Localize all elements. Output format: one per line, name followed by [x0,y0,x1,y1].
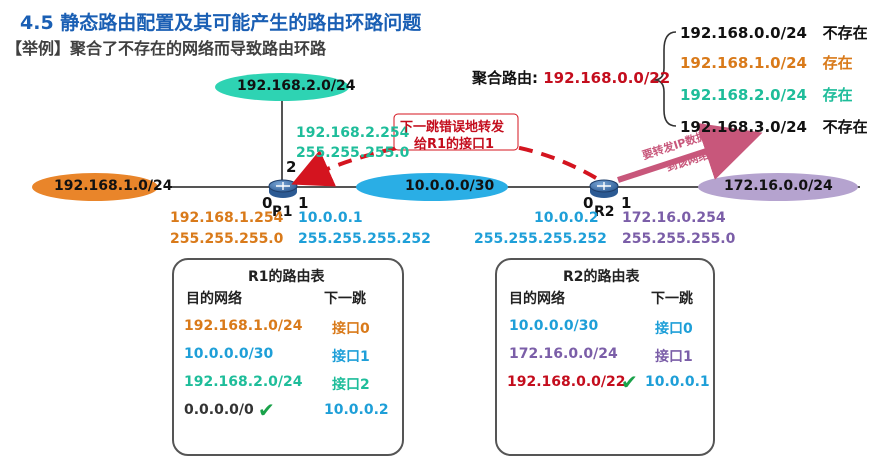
table-row-dest: 0.0.0.0/0 [184,402,254,418]
network-ellipse-192-168-1 [32,173,158,201]
aggregation-entry-status: 存在 [822,54,853,72]
r2-if0-ip: 10.0.0.2 [534,210,599,226]
network-label-172-16: 172.16.0.0/24 [724,178,833,194]
r2-table-col-next: 下一跳 [651,291,693,307]
router-icon-r1 [268,179,298,198]
r2-routing-table: R2的路由表 目的网络 下一跳 10.0.0.0/30 接口0 172.16.0… [495,258,715,456]
aggregation-entry-net: 192.168.3.0/24 [680,118,807,136]
misforward-bubble [393,113,519,151]
table-row-next: 接口0 [332,321,370,337]
network-ellipse-192-168-2 [215,73,349,101]
aggregation-entry-status: 不存在 [822,118,868,136]
aggregation-entry-3: 192.168.3.0/24 不存在 [680,116,868,137]
r1-if1-mask: 255.255.255.252 [298,231,431,247]
misforward-text-2: 给R1的接口1 [414,137,495,152]
r1-if2-number: 2 [286,158,297,176]
r1-table-title: R1的路由表 [248,269,325,285]
table-row-next: 接口0 [655,321,693,337]
network-label-192-168-1: 192.168.1.0/24 [54,178,173,194]
aggregation-brace [653,31,677,127]
aggregation-entry-1: 192.168.1.0/24 存在 [680,52,853,73]
r1-routing-table: R1的路由表 目的网络 下一跳 192.168.1.0/24 接口0 10.0.… [172,258,404,456]
r2-if1-mask: 255.255.255.0 [622,231,736,247]
r2-name: R2 [594,204,615,220]
checkmark-icon: ✔ [258,398,275,422]
table-row-dest: 172.16.0.0/24 [509,346,618,362]
r2-if1-ip: 172.16.0.254 [622,210,726,226]
r1-if0-number: 0 [262,194,273,212]
r1-name: R1 [272,204,293,220]
network-ellipse-10-0-0 [356,173,508,201]
table-row-next: 接口2 [332,377,370,393]
forward-arrow [617,122,763,183]
aggregation-value: 192.168.0.0/22 [543,69,671,87]
r1-if2-mask: 255.255.255.0 [296,145,410,161]
r1-table-col-dest: 目的网络 [186,291,242,307]
router-icon-r2 [589,179,619,198]
aggregation-entry-2: 192.168.2.0/24 存在 [680,84,853,105]
aggregation-entry-net: 192.168.2.0/24 [680,86,807,104]
table-row-dest: 192.168.2.0/24 [184,374,303,390]
r2-if1-number: 1 [621,194,632,212]
table-row-dest: 10.0.0.0/30 [509,318,599,334]
page-subtitle: 【举例】聚合了不存在的网络而导致路由环路 [6,39,327,58]
table-row-dest: 192.168.1.0/24 [184,318,303,334]
r1-if1-number: 1 [298,194,309,212]
r2-if0-number: 0 [583,194,594,212]
r2-table-col-dest: 目的网络 [509,291,565,307]
r1-if0-mask: 255.255.255.0 [170,231,284,247]
page-title: 4.5 静态路由配置及其可能产生的路由环路问题 [20,12,422,34]
aggregation-label: 聚合路由: [472,69,538,87]
aggregation-entry-status: 存在 [822,86,853,104]
misforward-text-1: 下一跳错误地转发 [400,120,505,135]
table-row-next: 10.0.0.1 [645,374,710,390]
r1-if0-ip: 192.168.1.254 [170,210,284,226]
aggregation-entry-net: 192.168.0.0/24 [680,24,807,42]
aggregation-route: 聚合路由: 192.168.0.0/22 [472,67,670,88]
table-row-next: 接口1 [655,349,693,365]
table-row-dest: 10.0.0.0/30 [184,346,274,362]
table-row-dest: 192.168.0.0/22 [507,374,626,390]
r1-if2-ip: 192.168.2.254 [296,125,410,141]
r1-table-col-next: 下一跳 [324,291,366,307]
table-row-next: 10.0.0.2 [324,402,389,418]
network-label-192-168-2: 192.168.2.0/24 [237,78,356,94]
aggregation-entry-0: 192.168.0.0/24 不存在 [680,22,868,43]
r1-if1-ip: 10.0.0.1 [298,210,363,226]
network-label-10-0-0: 10.0.0.0/30 [405,178,495,194]
table-row-next: 接口1 [332,349,370,365]
r2-table-title: R2的路由表 [563,269,640,285]
aggregation-entry-status: 不存在 [822,24,868,42]
r2-if0-mask: 255.255.255.252 [474,231,607,247]
checkmark-icon: ✔ [621,370,638,394]
network-ellipse-172-16 [698,173,858,201]
aggregation-entry-net: 192.168.1.0/24 [680,54,807,72]
